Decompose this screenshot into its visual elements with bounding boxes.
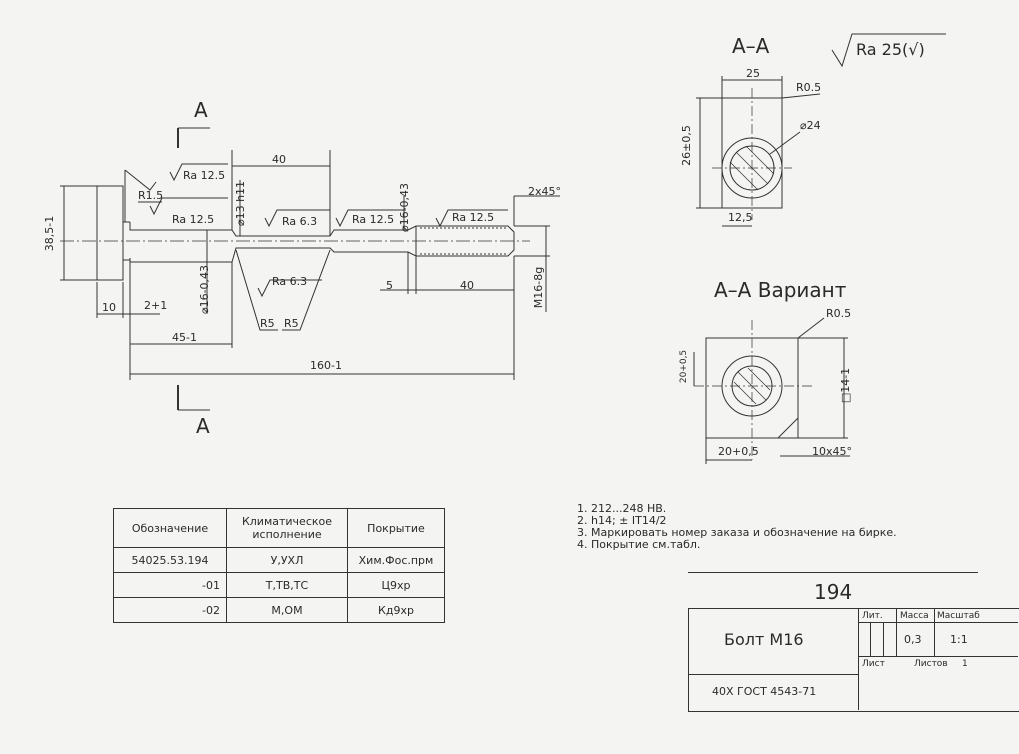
dimension-label: R5 [284, 317, 299, 330]
roughness-label: Ra 12.5 [172, 213, 215, 226]
dimension-label: ⌀16-0,43 [398, 182, 412, 233]
coating-table: Обозначение Климатическое исполнение Пок… [113, 508, 445, 623]
dimension-label: R5 [260, 317, 275, 330]
dimension-label: 10 [102, 301, 116, 314]
table-cell: -01 [113, 572, 227, 598]
dimension-label: 25 [746, 67, 760, 80]
scale-label: Масштаб [937, 611, 980, 621]
dimension-label: ⌀24 [800, 119, 821, 132]
table-row: -02 М,ОМ Кд9хр [113, 597, 445, 623]
dimension-label: 20+0,5 [679, 349, 690, 384]
table-header-cell: Обозначение [113, 508, 227, 548]
title-block-divider [883, 622, 884, 656]
scale-value: 1:1 [950, 633, 968, 646]
dimension-label: 26±0,5 [679, 125, 693, 166]
roughness-label: Ra 6.3 [282, 215, 318, 228]
title-block-divider [858, 656, 1018, 657]
roughness-label: Ra 12.5 [352, 213, 395, 226]
title-block-divider [688, 674, 858, 675]
radius-label: R1.5 [138, 189, 164, 202]
part-name: Болт М16 [724, 630, 804, 649]
dimension-label: 160-1 [310, 359, 342, 372]
note-line: 1. 212...248 НВ. [577, 502, 667, 515]
dimension-label: R0.5 [826, 307, 852, 320]
dimension-label: ⌀16-0,43 [198, 264, 212, 315]
sheets-label: Листов [914, 659, 948, 669]
table-cell: Хим.Фос.прм [347, 547, 445, 573]
table-cell: -02 [113, 597, 227, 623]
dimension-label: ⌀13 h11 [234, 180, 248, 227]
dimension-label: 40 [272, 153, 286, 166]
note-line: 4. Покрытие см.табл. [577, 538, 701, 551]
section-mark-bottom: А [196, 414, 210, 438]
roughness-label: Ra 6.3 [272, 275, 308, 288]
table-cell: У,УХЛ [226, 547, 348, 573]
table-cell: М,ОМ [226, 597, 348, 623]
dimension-label: 38,5-1 [43, 215, 57, 252]
table-row: -01 Т,ТВ,ТС Ц9хр [113, 572, 445, 598]
table-row: 54025.53.194 У,УХЛ Хим.Фос.прм [113, 547, 445, 573]
dimension-label: 45-1 [172, 331, 197, 344]
dimension-label: M16-8g [532, 266, 546, 309]
lit-label: Лит. [862, 611, 883, 621]
section-title: А–А Вариант [714, 278, 847, 302]
title-block-top-rule [688, 572, 978, 573]
table-cell: Кд9хр [347, 597, 445, 623]
dimension-label: 40 [460, 279, 474, 292]
table-header-row: Обозначение Климатическое исполнение Пок… [113, 508, 445, 548]
title-block-divider [858, 622, 1018, 623]
table-cell: 54025.53.194 [113, 547, 227, 573]
section-mark-top: А [194, 98, 208, 122]
dimension-label: 2+1 [144, 299, 168, 312]
table-cell: Ц9хр [347, 572, 445, 598]
note-line: 3. Маркировать номер заказа и обозначени… [577, 526, 897, 539]
sheets-value: 1 [962, 659, 968, 669]
roughness-label: Ra 12.5 [452, 211, 495, 224]
title-block-divider [934, 608, 935, 656]
mass-value: 0,3 [904, 633, 922, 646]
dimension-label: R0.5 [796, 81, 822, 94]
title-block-divider [858, 608, 859, 710]
table-header-cell: Климатическое исполнение [226, 508, 348, 548]
dimension-label: 10x45° [812, 445, 853, 458]
dimension-label: 20+0,5 [718, 445, 759, 458]
table-cell: Т,ТВ,ТС [226, 572, 348, 598]
mass-label: Масса [900, 611, 929, 621]
document-number: 194 [814, 580, 853, 604]
dimension-label: 2x45° [528, 185, 562, 198]
section-title: А–А [732, 34, 770, 58]
sheet-label: Лист [862, 659, 885, 669]
note-line: 2. h14; ± IT14/2 [577, 514, 667, 527]
dimension-label: 5 [386, 279, 393, 292]
title-block [688, 608, 1019, 712]
material-label: 40Х ГОСТ 4543-71 [712, 685, 817, 698]
dimension-label: 12,5 [728, 211, 753, 224]
dimension-label: □14-1 [839, 367, 853, 404]
roughness-label: Ra 25(√) [856, 40, 925, 59]
roughness-label: Ra 12.5 [183, 169, 226, 182]
title-block-divider [896, 608, 897, 656]
table-header-cell: Покрытие [347, 508, 445, 548]
title-block-divider [870, 622, 871, 656]
technical-notes: 1. 212...248 НВ. 2. h14; ± IT14/2 3. Мар… [577, 503, 897, 551]
